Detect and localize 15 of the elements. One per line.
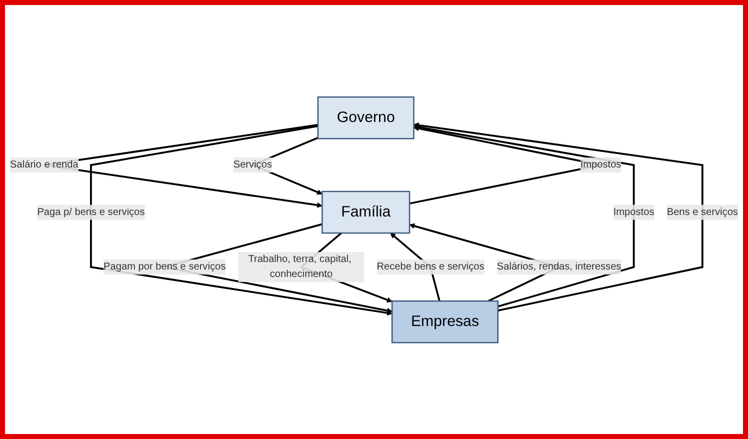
edge-label: Salário e renda [10,159,78,170]
node-box: Empresas [391,300,499,343]
edge-label: Serviços [233,159,272,170]
arrow [414,122,704,312]
arrow [414,124,635,308]
edge-label: Pagam por bens e serviços [104,261,226,272]
edge-label: Recebe bens e serviços [376,261,484,272]
edge-label: Impostos [580,159,622,170]
edge-label: Bens e serviços [666,206,738,217]
node-box: Governo [317,96,414,139]
node-box: Família [322,190,410,234]
edge-label: Impostos [613,206,654,217]
edge-label: Trabalho, terra, capital, conhecimento [248,254,352,280]
edge-label: Salários, rendas, interesses [496,261,622,272]
edge-label: Paga p/ bens e serviços [37,206,145,217]
